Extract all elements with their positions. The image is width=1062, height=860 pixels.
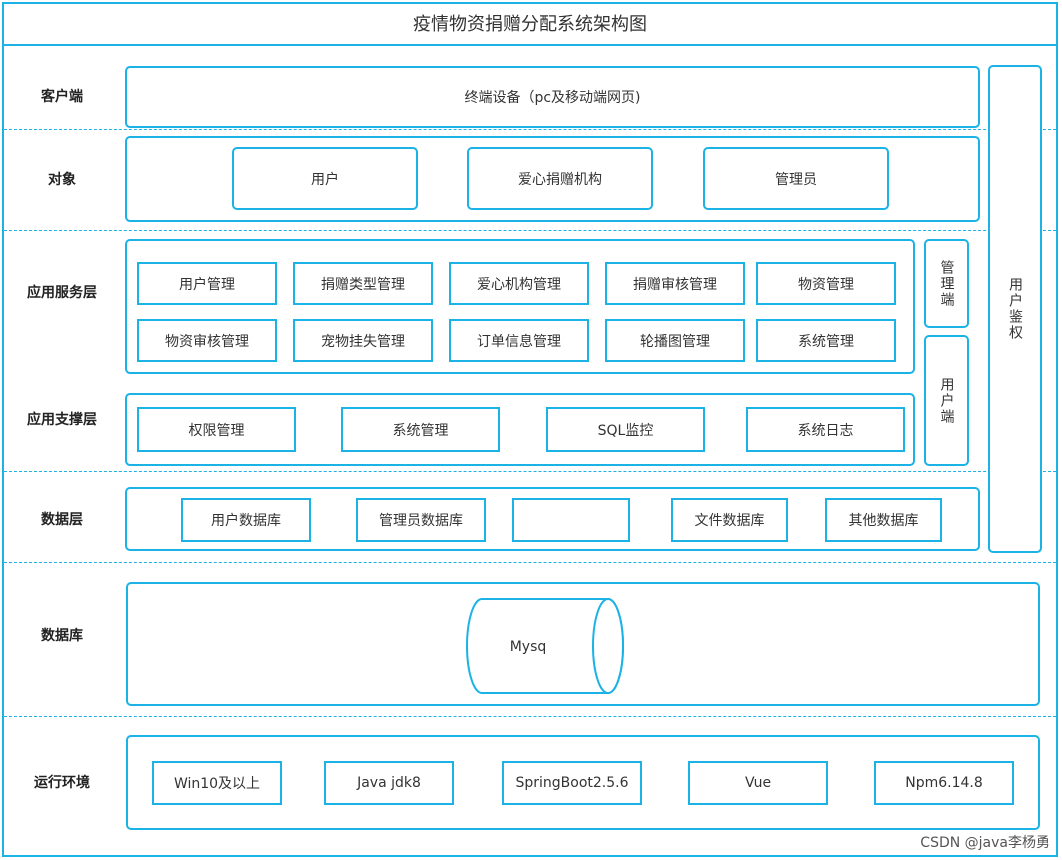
service-box: 捐赠类型管理 xyxy=(293,262,433,305)
data-db-box: 用户数据库 xyxy=(181,498,311,542)
service-box: 捐赠审核管理 xyxy=(605,262,745,305)
row-label-app-service: 应用服务层 xyxy=(27,285,97,301)
support-box: 权限管理 xyxy=(137,407,296,452)
row-label-client: 客户端 xyxy=(41,89,83,105)
runtime-box: Vue xyxy=(688,761,828,805)
diagram-title: 疫情物资捐赠分配系统架构图 xyxy=(2,2,1058,46)
support-box: SQL监控 xyxy=(546,407,705,452)
data-db-box: 其他数据库 xyxy=(825,498,942,542)
separator xyxy=(4,471,1056,472)
row-label-object: 对象 xyxy=(48,172,76,188)
mysql-label: Mysq xyxy=(509,639,547,655)
mysql-cylinder-icon xyxy=(466,598,624,694)
runtime-box: Win10及以上 xyxy=(152,761,282,805)
service-box: 订单信息管理 xyxy=(449,319,589,362)
runtime-box: SpringBoot2.5.6 xyxy=(502,761,642,805)
runtime-box: Java jdk8 xyxy=(324,761,454,805)
row-label-data-layer: 数据层 xyxy=(41,512,83,528)
service-box: 物资管理 xyxy=(756,262,896,305)
service-box: 系统管理 xyxy=(756,319,896,362)
service-box: 爱心机构管理 xyxy=(449,262,589,305)
separator xyxy=(4,129,1056,130)
admin-side-box: 管理端 xyxy=(924,239,969,328)
row-label-database: 数据库 xyxy=(41,628,83,644)
service-box: 宠物挂失管理 xyxy=(293,319,433,362)
data-db-box-empty xyxy=(512,498,630,542)
user-side-label: 用户端 xyxy=(938,376,955,425)
user-auth-label: 用户鉴权 xyxy=(1007,277,1023,341)
separator xyxy=(4,230,1056,231)
data-db-box: 管理员数据库 xyxy=(356,498,486,542)
separator xyxy=(4,716,1056,717)
support-box: 系统管理 xyxy=(341,407,500,452)
user-auth-box: 用户鉴权 xyxy=(988,65,1042,553)
support-box: 系统日志 xyxy=(746,407,905,452)
service-box: 物资审核管理 xyxy=(137,319,277,362)
object-box: 管理员 xyxy=(703,147,889,210)
separator xyxy=(4,562,1056,563)
service-box: 轮播图管理 xyxy=(605,319,745,362)
object-box: 爱心捐赠机构 xyxy=(467,147,653,210)
admin-side-label: 管理端 xyxy=(938,259,955,308)
data-db-box: 文件数据库 xyxy=(671,498,788,542)
service-box: 用户管理 xyxy=(137,262,277,305)
row-label-app-support: 应用支撑层 xyxy=(27,412,97,428)
client-device-box: 终端设备（pc及移动端网页) xyxy=(125,66,980,128)
row-label-runtime: 运行环境 xyxy=(34,775,90,791)
watermark: CSDN @java李杨勇 xyxy=(920,835,1050,851)
object-box: 用户 xyxy=(232,147,418,210)
runtime-box: Npm6.14.8 xyxy=(874,761,1014,805)
user-side-box: 用户端 xyxy=(924,335,969,466)
